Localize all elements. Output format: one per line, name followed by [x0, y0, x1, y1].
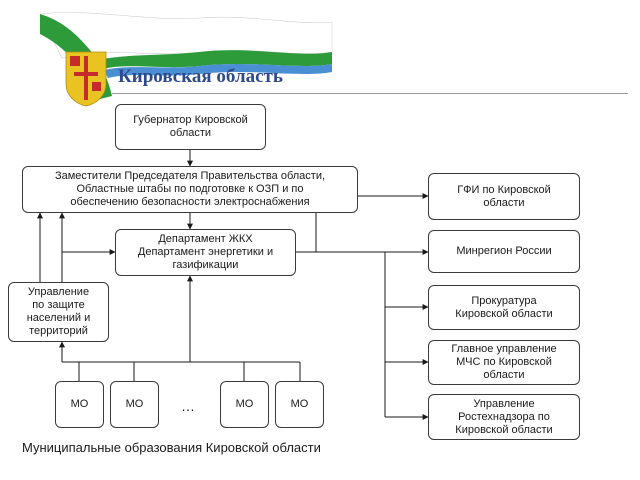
governor-box: Губернатор Кировской области	[115, 104, 266, 150]
mchs-box: Главное управление МЧС по Кировской обла…	[428, 340, 580, 385]
deputies-box: Заместители Председателя Правительства о…	[22, 166, 358, 213]
department-box: Департамент ЖКХ Департамент энергетики и…	[115, 229, 296, 276]
gfi-box: ГФИ по Кировской области	[428, 173, 580, 220]
minregion-box: Минрегион России	[428, 230, 580, 273]
municipalities-caption: Муниципальные образования Кировской обла…	[22, 440, 321, 455]
mo-ellipsis: …	[181, 398, 196, 414]
mo-box-2: МО	[110, 381, 159, 428]
coat-of-arms-icon	[65, 51, 107, 107]
title-divider	[112, 93, 628, 94]
prosecutor-box: Прокуратура Кировской области	[428, 285, 580, 330]
logo	[39, 12, 333, 107]
mo-box-1: МО	[55, 381, 104, 428]
rostekhnadzor-box: Управление Ростехнадзора по Кировской об…	[428, 394, 580, 440]
mo-box-4: МО	[275, 381, 324, 428]
page-title: Кировская область	[118, 66, 283, 87]
mo-box-3: МО	[220, 381, 269, 428]
protection-department-box: Управление по защите населений и террито…	[8, 282, 109, 342]
